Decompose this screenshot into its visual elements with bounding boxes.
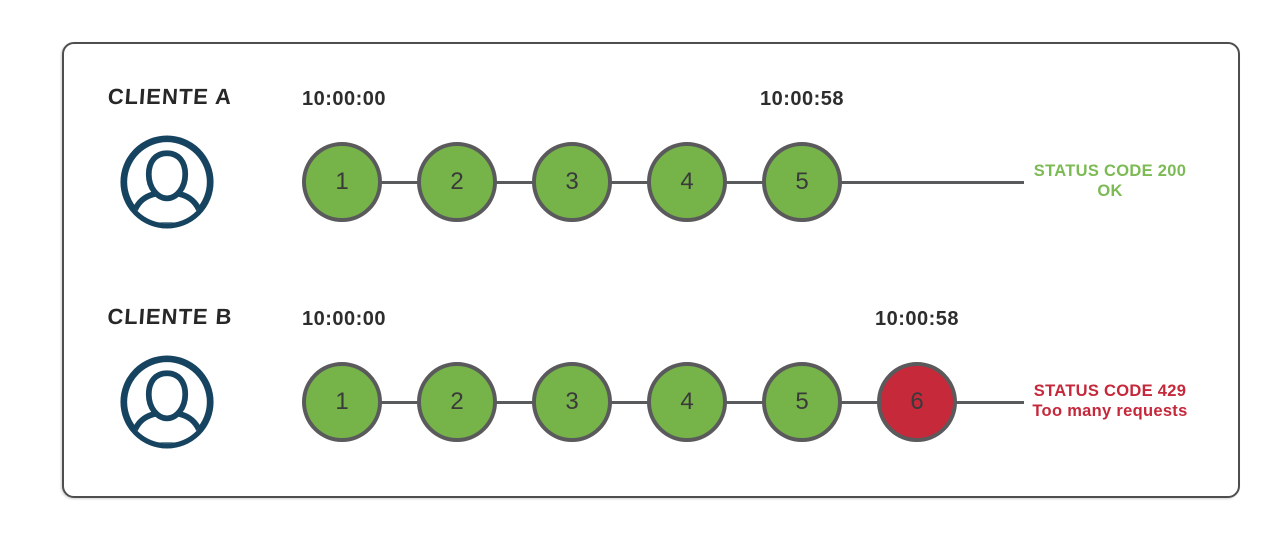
request-circle-2: 2 xyxy=(417,362,497,442)
request-circle-6-blocked: 6 xyxy=(877,362,957,442)
request-circle-3: 3 xyxy=(532,362,612,442)
client-a-label: CLIENTE A xyxy=(107,84,234,109)
request-circle-1: 1 xyxy=(302,142,382,222)
user-avatar-icon xyxy=(120,135,214,229)
user-avatar-icon xyxy=(120,355,214,449)
request-circle-5: 5 xyxy=(762,142,842,222)
status-message-text: Too many requests xyxy=(1032,402,1188,420)
status-label: STATUS CODE 200 OK xyxy=(1024,161,1196,201)
request-circle-4: 4 xyxy=(647,142,727,222)
request-circle-1: 1 xyxy=(302,362,382,442)
request-circle-2: 2 xyxy=(417,142,497,222)
status-code-text: STATUS CODE 200 xyxy=(1033,162,1187,180)
request-circle-4: 4 xyxy=(647,362,727,442)
status-message-text: OK xyxy=(1097,182,1123,200)
client-b-label: CLIENTE B xyxy=(106,304,234,329)
end-time-label: 10:00:58 xyxy=(759,88,845,110)
status-code-text: STATUS CODE 429 xyxy=(1033,382,1187,400)
start-time-label: 10:00:00 xyxy=(301,308,387,330)
start-time-label: 10:00:00 xyxy=(301,88,387,110)
request-circle-3: 3 xyxy=(532,142,612,222)
request-circle-5: 5 xyxy=(762,362,842,442)
status-label: STATUS CODE 429 Too many requests xyxy=(1024,381,1196,421)
end-time-label: 10:00:58 xyxy=(874,308,960,330)
